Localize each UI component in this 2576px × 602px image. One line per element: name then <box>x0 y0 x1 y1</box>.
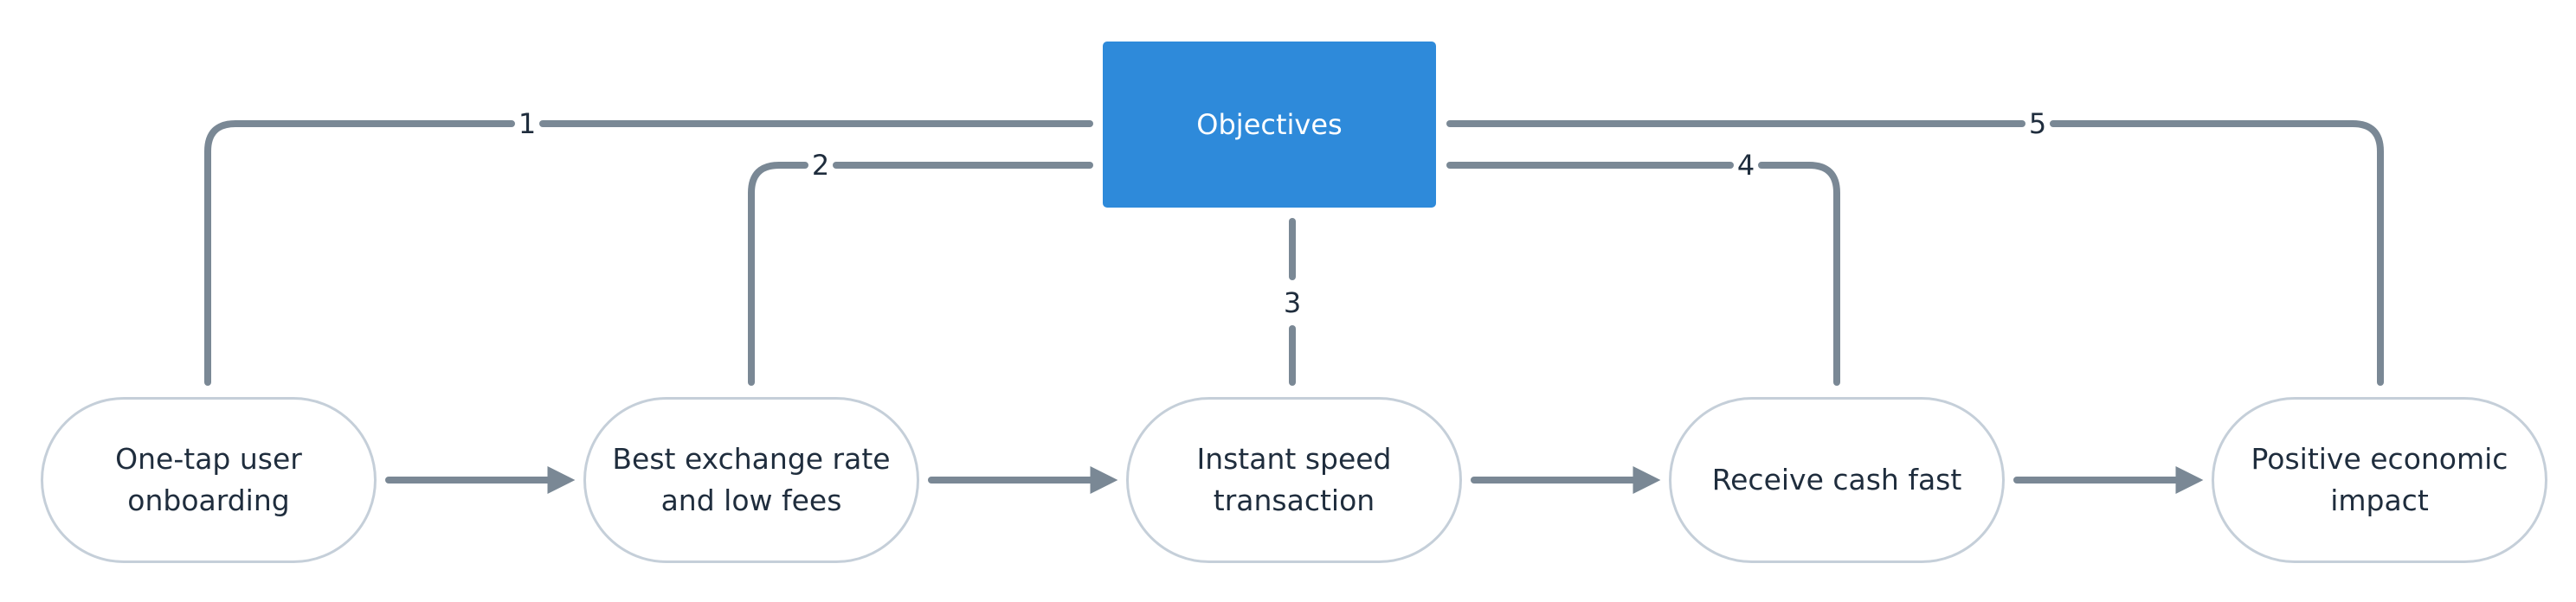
step-node-2: Best exchange rate and low fees <box>583 397 919 563</box>
link-4-line <box>1758 162 1840 386</box>
step-label: Best exchange rate and low fees <box>612 442 891 517</box>
step-label: Instant speed transaction <box>1196 442 1392 517</box>
link-2-label: 2 <box>812 149 829 182</box>
step-label: One-tap user onboarding <box>115 442 302 517</box>
objectives-label: Objectives <box>1196 108 1343 141</box>
link-5-label: 5 <box>2029 107 2046 140</box>
step-label: Receive cash fast <box>1711 463 1962 496</box>
link-1-label: 1 <box>518 107 536 140</box>
link-5-line <box>2050 120 2384 386</box>
objectives-node: Objectives <box>1103 42 1436 208</box>
step-node-4: Receive cash fast <box>1669 397 2005 563</box>
step-node-1: One-tap user onboarding <box>41 397 377 563</box>
step-node-3: Instant speed transaction <box>1126 397 1462 563</box>
link-1-line <box>204 120 515 386</box>
link-3-label: 3 <box>1284 286 1301 319</box>
link-4-label: 4 <box>1737 149 1755 182</box>
link-2-line <box>748 162 808 386</box>
step-node-5: Positive economic impact <box>2212 397 2547 563</box>
step-label: Positive economic impact <box>2251 442 2508 517</box>
